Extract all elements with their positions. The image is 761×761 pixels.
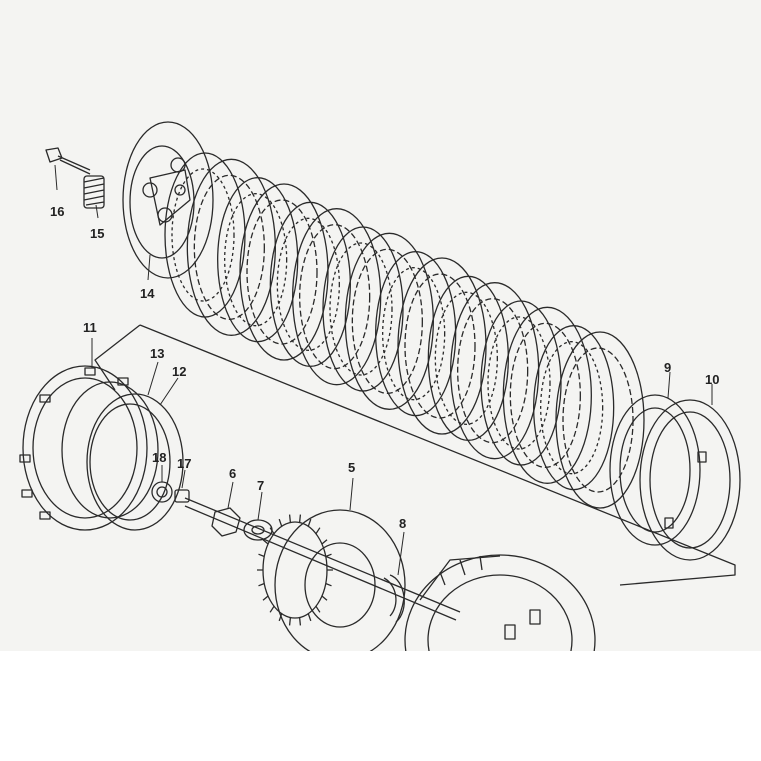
clutch-plate-outer xyxy=(555,331,645,509)
clutch-plate-inner xyxy=(404,273,476,419)
part-label-14: 14 xyxy=(140,286,155,301)
part-label-13: 13 xyxy=(150,346,164,361)
part-label-17: 17 xyxy=(177,456,191,471)
wire-ring-13 xyxy=(61,381,159,519)
clutch-shaft xyxy=(184,497,461,621)
clutch-plate-inner xyxy=(276,217,340,351)
clutch-plate-inner xyxy=(509,322,581,468)
clutch-plate-inner xyxy=(351,248,423,394)
clutch-plate-11 xyxy=(19,365,148,531)
part-label-6: 6 xyxy=(229,466,236,481)
plate-pack-frame xyxy=(94,324,736,586)
push-piece-17 xyxy=(174,489,190,503)
clutch-plate-inner xyxy=(382,267,446,401)
clutch-plate-inner xyxy=(434,291,498,425)
clutch-plate-inner xyxy=(540,341,604,475)
part-label-9: 9 xyxy=(664,360,671,375)
part-label-18: 18 xyxy=(152,450,166,465)
clutch-plate-inner xyxy=(171,168,235,302)
part-label-12: 12 xyxy=(172,364,186,379)
leader-lines xyxy=(54,164,713,576)
clutch-exploded-diagram: 16 15 14 11 13 12 18 17 6 7 5 8 9 10 xyxy=(19,121,741,651)
clutch-housing xyxy=(404,554,596,651)
clutch-plate-outer xyxy=(186,158,276,336)
part-label-5: 5 xyxy=(348,460,355,475)
diagram-paper: 16 15 14 11 13 12 18 17 6 7 5 8 9 10 xyxy=(0,0,761,651)
hub-spline-teeth xyxy=(257,514,333,626)
bearing-18 xyxy=(151,481,173,503)
circlip-8 xyxy=(383,574,405,623)
pressure-plate xyxy=(122,121,214,279)
clutch-plate-inner xyxy=(246,199,318,345)
part-label-16: 16 xyxy=(50,204,64,219)
clutch-plate-inner xyxy=(193,174,265,320)
clutch-plate-outer xyxy=(450,282,540,460)
spring-plate-12 xyxy=(86,393,184,531)
clutch-plate-inner xyxy=(487,316,551,450)
clutch-plate-inner xyxy=(224,193,288,327)
clutch-plate-outer xyxy=(397,257,487,435)
sleeve-hub-5 xyxy=(257,509,406,651)
clutch-plate-stack xyxy=(164,152,645,509)
spring-bolt xyxy=(45,147,91,175)
clutch-plate-outer xyxy=(344,232,434,410)
nut-6 xyxy=(211,507,241,537)
part-labels: 16 15 14 11 13 12 18 17 6 7 5 8 9 10 xyxy=(50,204,719,531)
plate-9 xyxy=(609,394,701,546)
part-label-7: 7 xyxy=(257,478,264,493)
plate-10 xyxy=(639,399,741,561)
clutch-plate-outer xyxy=(239,183,329,361)
clutch-plate-outer xyxy=(292,208,382,386)
clutch-spring xyxy=(83,175,105,209)
part-label-11: 11 xyxy=(83,320,97,335)
part-label-8: 8 xyxy=(399,516,406,531)
clutch-plate-inner xyxy=(457,298,529,444)
clutch-plate-outer xyxy=(502,306,592,484)
part-label-10: 10 xyxy=(705,372,719,387)
part-label-15: 15 xyxy=(90,226,104,241)
clutch-plate-inner xyxy=(299,224,371,370)
clutch-plate-inner xyxy=(562,347,634,493)
clutch-plate-inner xyxy=(329,242,393,376)
